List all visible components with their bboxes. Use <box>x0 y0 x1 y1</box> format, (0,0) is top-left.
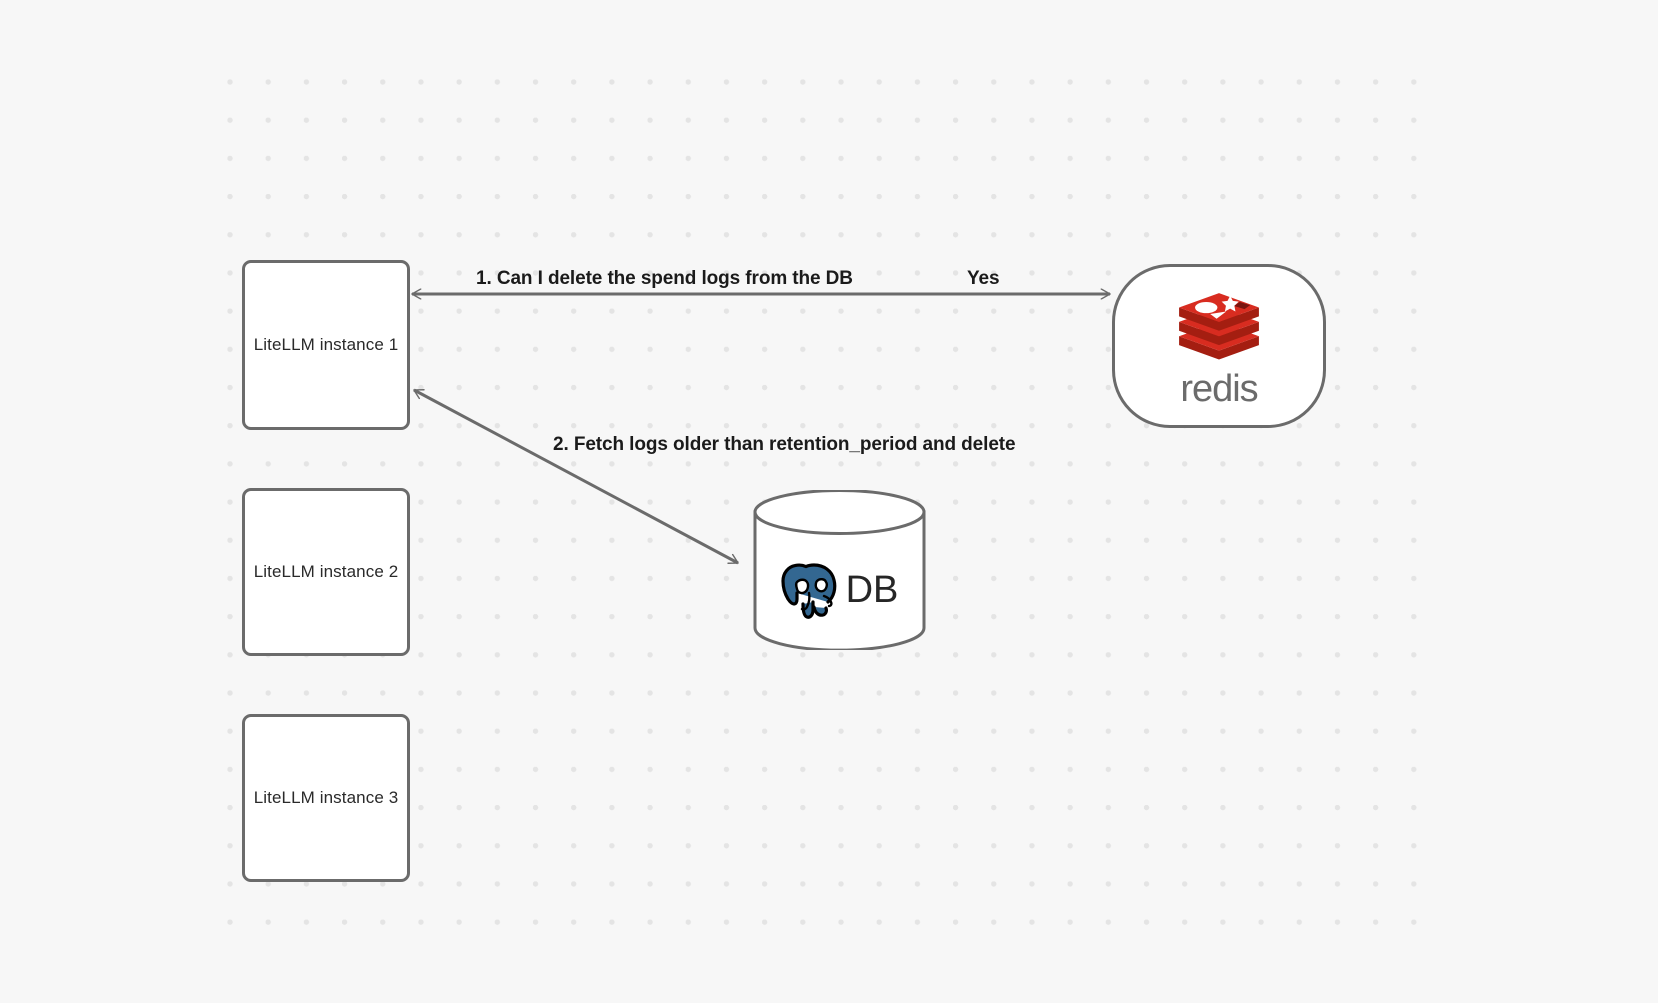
redis-icon <box>1179 293 1259 360</box>
node-label: LiteLLM instance 3 <box>253 788 399 807</box>
db-logo-and-label: DB <box>752 544 927 636</box>
node-redis[interactable]: redis <box>1112 264 1326 428</box>
cylinder-shape <box>753 490 926 650</box>
edge-litellm1-db <box>414 388 738 565</box>
node-litellm-instance-2[interactable]: LiteLLM instance 2 <box>242 488 410 656</box>
node-litellm-instance-3[interactable]: LiteLLM instance 3 <box>242 714 410 882</box>
postgresql-elephant-icon <box>780 563 836 619</box>
db-label: DB <box>845 569 899 611</box>
edge-label-step-1: 1. Can I delete the spend logs from the … <box>476 268 853 289</box>
node-label: LiteLLM instance 1 <box>253 335 399 354</box>
redis-wordmark: redis <box>1180 367 1258 410</box>
node-database[interactable]: DB <box>752 490 927 650</box>
edge-label-yes: Yes <box>967 268 1000 289</box>
node-label: LiteLLM instance 2 <box>253 562 399 581</box>
node-litellm-instance-1[interactable]: LiteLLM instance 1 <box>242 260 410 430</box>
edge-label-step-2: 2. Fetch logs older than retention_perio… <box>553 434 1016 455</box>
redis-logo: redis <box>1154 286 1284 410</box>
